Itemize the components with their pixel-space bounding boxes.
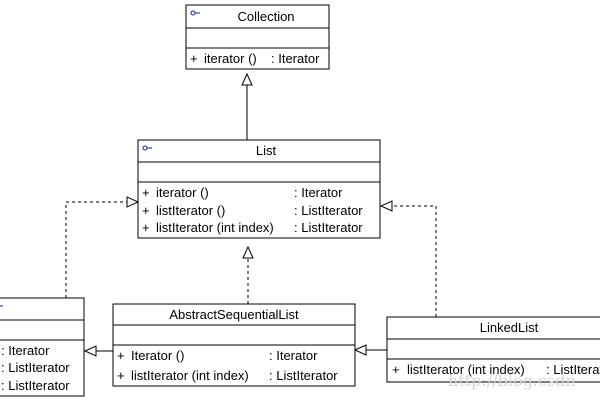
method-signature: listIterator (int index) bbox=[407, 362, 525, 377]
method-return-type: : Iterator bbox=[294, 185, 343, 200]
realization-left-class-to-list bbox=[65, 196, 140, 298]
class-left-partial[interactable]: : Iterator : ListIterator : ListIterator bbox=[0, 297, 85, 397]
class-abstractsequentiallist[interactable]: AbstractSequentialList + Iterator () : I… bbox=[112, 303, 356, 387]
class-name: Collection bbox=[237, 9, 294, 24]
realization-abstractsequentiallist-to-list bbox=[242, 245, 254, 304]
generalization-list-to-collection bbox=[241, 72, 253, 140]
method-signature: listIterator () bbox=[156, 203, 225, 218]
generalization-abstractsequentiallist-to-left-class bbox=[83, 345, 113, 357]
method-signature: listIterator (int index) bbox=[156, 220, 274, 235]
class-name: List bbox=[256, 143, 277, 158]
class-collection[interactable]: Collection + iterator () : Iterator bbox=[185, 4, 330, 70]
class-list[interactable]: List + iterator () : Iterator + listIter… bbox=[137, 139, 381, 239]
connectors bbox=[65, 72, 437, 357]
method-signature: iterator () bbox=[204, 51, 257, 66]
class-linkedlist[interactable]: LinkedList + listIterator (int index) : … bbox=[386, 316, 600, 383]
method-return-type: : Iterator bbox=[1, 343, 50, 358]
method-visibility: + bbox=[392, 362, 400, 377]
method-return-type: : ListIterator bbox=[546, 362, 600, 377]
method-signature: listIterator (int index) bbox=[131, 368, 249, 383]
realization-linkedlist-to-list bbox=[379, 200, 437, 317]
watermark-text: http://blog.csdn bbox=[448, 371, 576, 390]
method-return-type: : Iterator bbox=[271, 51, 320, 66]
method-signature: Iterator () bbox=[131, 348, 184, 363]
class-name: LinkedList bbox=[480, 320, 539, 335]
method-visibility: + bbox=[142, 220, 150, 235]
class-name: AbstractSequentialList bbox=[169, 307, 299, 322]
method-return-type: : ListIterator bbox=[269, 368, 338, 383]
method-visibility: + bbox=[142, 185, 150, 200]
method-return-type: : ListIterator bbox=[294, 220, 363, 235]
method-visibility: + bbox=[190, 51, 198, 66]
method-return-type: : ListIterator bbox=[294, 203, 363, 218]
method-visibility: + bbox=[117, 368, 125, 383]
method-signature: iterator () bbox=[156, 185, 209, 200]
method-return-type: : Iterator bbox=[269, 348, 318, 363]
interface-icon bbox=[142, 145, 152, 151]
interface-icon bbox=[190, 10, 200, 16]
method-visibility: + bbox=[142, 203, 150, 218]
method-return-type: : ListIterator bbox=[1, 378, 70, 393]
generalization-linkedlist-to-abstractsequentiallist bbox=[353, 344, 387, 356]
method-return-type: : ListIterator bbox=[1, 360, 70, 375]
method-visibility: + bbox=[117, 348, 125, 363]
